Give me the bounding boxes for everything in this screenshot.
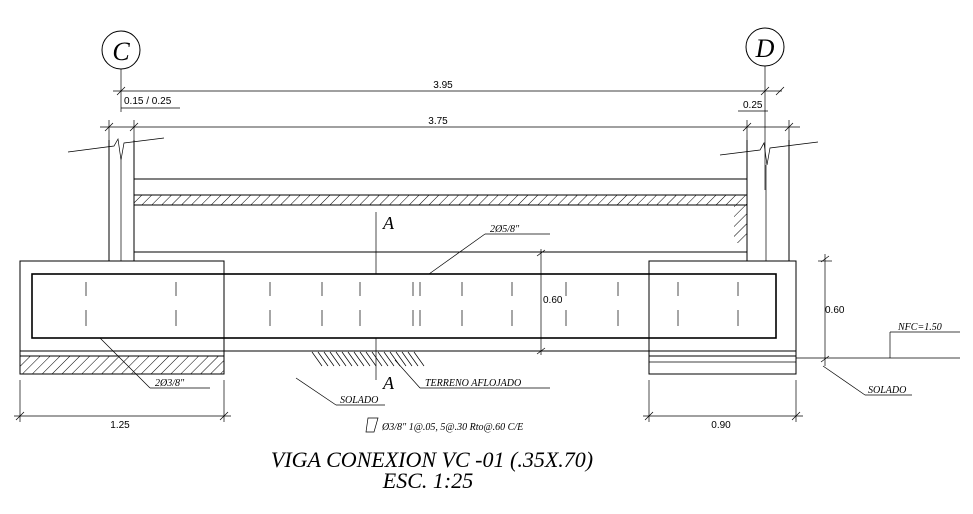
drawing-title: VIGA CONEXION VC -01 (.35X.70) ESC. 1:25 (271, 447, 593, 493)
dimension-left-support: 0.15 / 0.25 (121, 96, 180, 109)
break-line-right (719, 141, 819, 166)
dimension-clear: 3.75 (100, 116, 800, 140)
dimension-height-right: 0.60 (818, 254, 845, 366)
stirrup-icon (365, 417, 379, 433)
dimension-left-support-label: 0.15 / 0.25 (124, 96, 172, 107)
nfc-label: NFC=1.50 (897, 322, 942, 333)
loose-soil (311, 351, 425, 367)
title-line-1: VIGA CONEXION VC -01 (.35X.70) (271, 447, 593, 472)
soil-hatch-line (407, 351, 419, 367)
dimension-left-footing-label: 1.25 (110, 420, 130, 431)
soil-hatch-line (377, 351, 389, 367)
dimension-height-mid-label: 0.60 (543, 295, 563, 306)
soil-hatch-line (311, 351, 323, 367)
soil-hatch-line (317, 351, 329, 367)
stirrup-spec: Ø3/8" 1@.05, 5@.30 Rto@.60 C/E (365, 417, 523, 433)
top-bars-callout: 2Ø5/8" (428, 224, 550, 275)
section-cut: A A (375, 212, 395, 393)
break-line-left (67, 137, 165, 161)
soil-hatch-line (329, 351, 341, 367)
section-mark-top: A (382, 213, 395, 233)
footing-right (648, 260, 797, 375)
stirrup-spec-label: Ø3/8" 1@.05, 5@.30 Rto@.60 C/E (381, 422, 523, 433)
soil-hatch-line (383, 351, 395, 367)
solado-left-callout: SOLADO (295, 377, 385, 406)
dimension-total-label: 3.95 (433, 80, 453, 91)
terreno-label: TERRENO AFLOJADO (425, 378, 521, 389)
dimension-clear-label: 3.75 (428, 116, 448, 127)
soil-hatch-line (359, 351, 371, 367)
dimension-right-footing-label: 0.90 (711, 420, 731, 431)
footing-left (19, 260, 225, 375)
soil-hatch-line (353, 351, 365, 367)
solado-right-label: SOLADO (868, 385, 906, 396)
soil-hatch-line (365, 351, 377, 367)
soil-hatch-line (395, 351, 407, 367)
dimension-left-footing: 1.25 (14, 380, 231, 431)
soil-hatch-line (347, 351, 359, 367)
soil-hatch-line (413, 351, 425, 367)
solado-left-label: SOLADO (340, 395, 378, 406)
soil-hatch-line (341, 351, 353, 367)
stirrups (85, 282, 739, 326)
soil-hatch-line (335, 351, 347, 367)
top-bars-label: 2Ø5/8" (490, 224, 520, 235)
terreno-callout: TERRENO AFLOJADO (394, 359, 550, 389)
soil-hatch-line (401, 351, 413, 367)
bottom-bars-label: 2Ø3/8" (155, 378, 185, 389)
grid-label-c: C (112, 37, 130, 66)
solado-right-callout: SOLADO (822, 365, 912, 396)
connection-beam (20, 273, 796, 352)
ground-line: NFC=1.50 (796, 322, 960, 359)
dimension-right-footing: 0.90 (643, 380, 803, 431)
grid-bubble-d: D (745, 27, 785, 67)
grid-bubble-c: C (101, 30, 141, 70)
dimension-right-support: 0.25 (738, 100, 768, 112)
footing-left-solado-hatch (20, 356, 224, 374)
rebar-cage (31, 273, 777, 339)
soil-hatch-line (323, 351, 335, 367)
soil-hatch-line (371, 351, 383, 367)
slab-hatch (134, 195, 747, 205)
title-line-2: ESC. 1:25 (382, 468, 473, 493)
section-mark-bottom: A (382, 373, 395, 393)
dimension-height-right-label: 0.60 (825, 305, 845, 316)
slab-section (134, 178, 747, 253)
bottom-bars-callout: 2Ø3/8" (99, 337, 210, 389)
dimension-height-mid: 0.60 (536, 249, 563, 355)
dimension-total: 3.95 (113, 80, 785, 96)
grid-label-d: D (755, 34, 775, 63)
dimension-right-support-label: 0.25 (743, 100, 763, 111)
